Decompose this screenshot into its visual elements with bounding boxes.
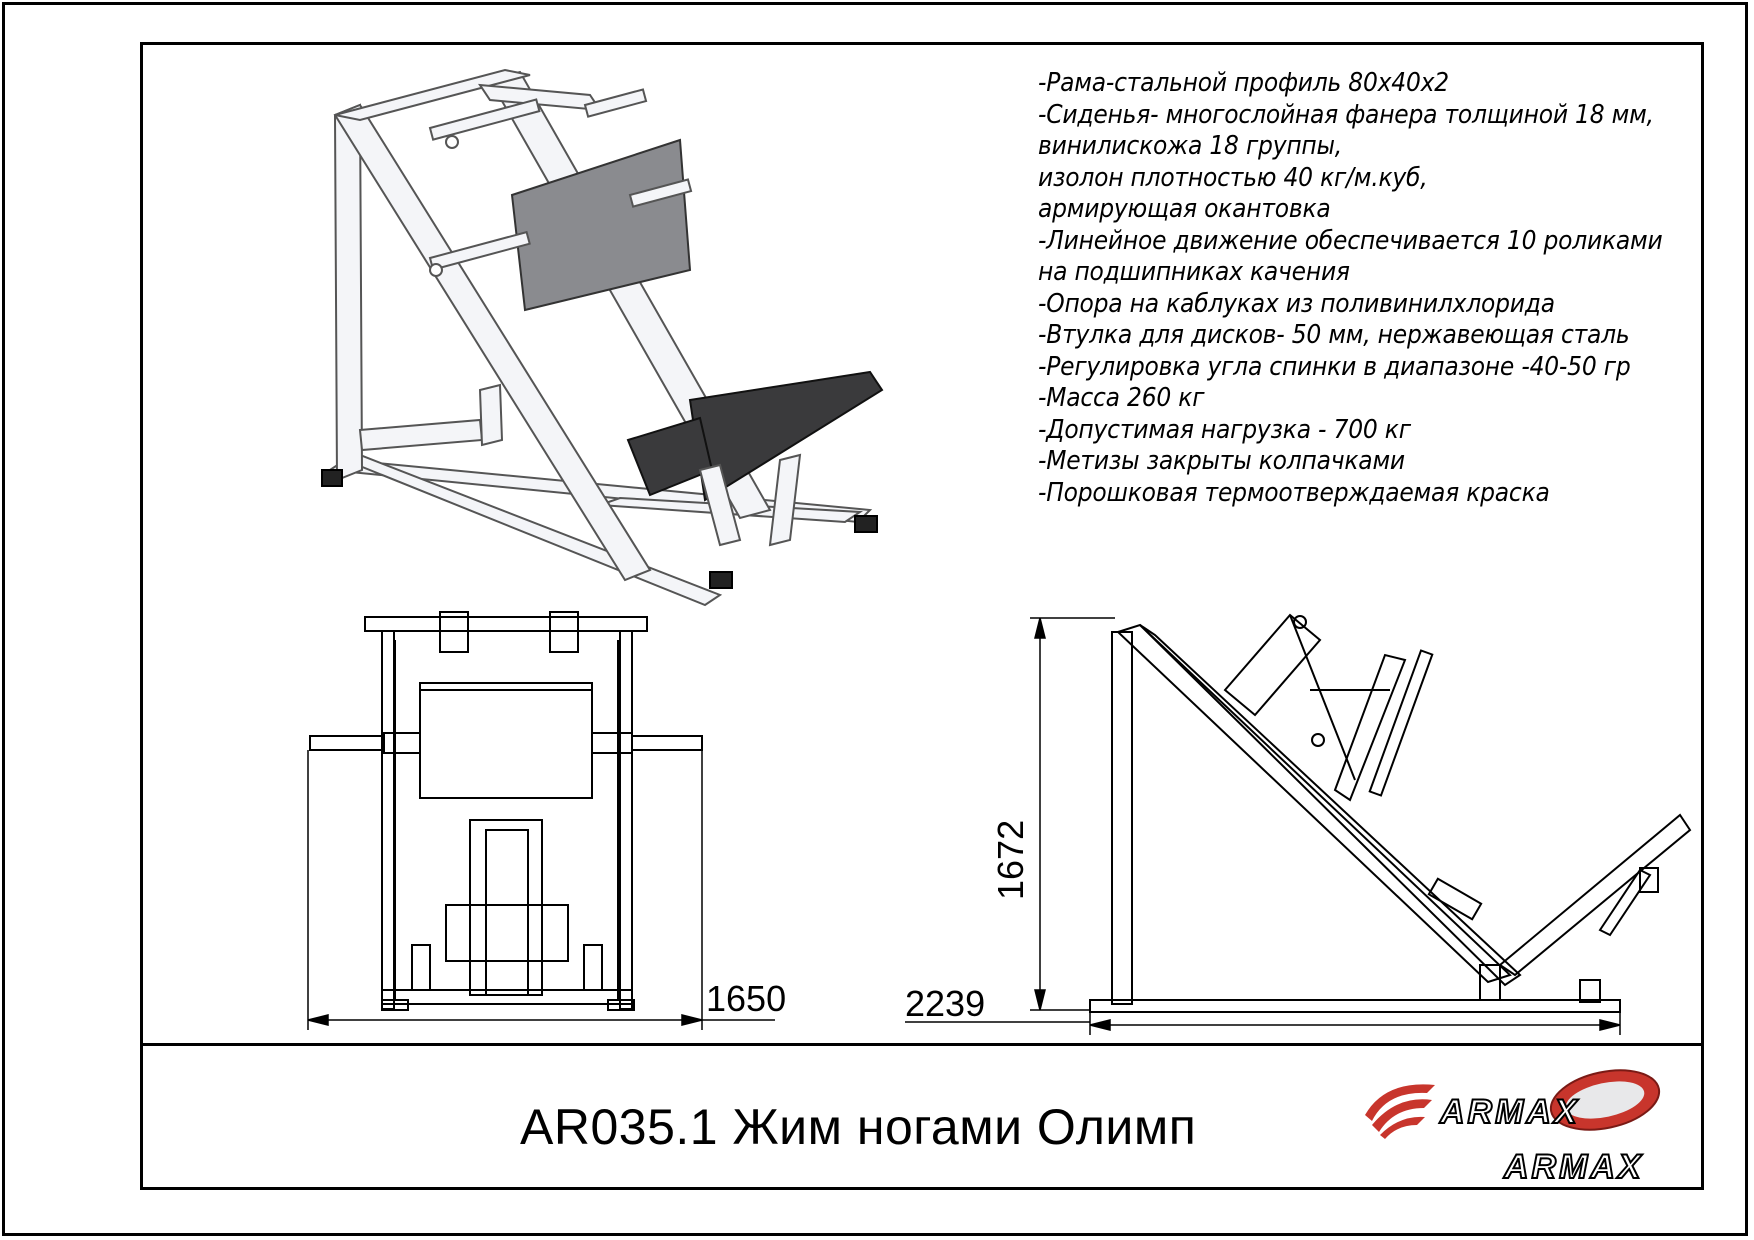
spec-line: на подшипниках качения bbox=[1038, 257, 1350, 287]
specifications-list: -Рама-стальной профиль 80x40x2 -Сиденья-… bbox=[1038, 68, 1688, 509]
armax-logo bbox=[1365, 1069, 1661, 1139]
spec-line: изолон плотностью 40 кг/м.куб, bbox=[1038, 162, 1428, 193]
length-dimension-label: 2239 bbox=[905, 983, 986, 1024]
drawing-frame bbox=[140, 42, 1704, 1190]
spec-line: -Регулировка угла спинки в диапазоне -40… bbox=[1038, 351, 1631, 382]
brand-wordmark: ARMAX bbox=[1503, 1147, 1644, 1187]
spec-line: винилискожа 18 группы, bbox=[1038, 131, 1343, 161]
spec-line: -Втулка для дисков- 50 мм, нержавеющая с… bbox=[1038, 320, 1630, 350]
front-width-dimension bbox=[307, 750, 775, 1030]
side-dimensions bbox=[905, 617, 1621, 1035]
logo-text: ARMAX bbox=[1439, 1092, 1580, 1132]
height-dimension-label: 1672 bbox=[990, 819, 1031, 900]
side-view bbox=[1089, 613, 1692, 1013]
width-dimension-label: 1650 bbox=[706, 978, 787, 1019]
spec-line: -Рама-стальной профиль 80x40x2 bbox=[1038, 68, 1449, 98]
front-view bbox=[309, 611, 703, 1011]
spec-line: -Порошковая термоотверждаемая краска bbox=[1038, 477, 1550, 508]
isometric-render bbox=[321, 68, 884, 607]
spec-line: -Опора на каблуках из поливинилхлорида bbox=[1038, 288, 1555, 319]
spec-line: -Метизы закрыты колпачками bbox=[1038, 446, 1405, 476]
spec-line: -Масса 260 кг bbox=[1038, 383, 1205, 413]
spec-line: -Допустимая нагрузка - 700 кг bbox=[1038, 414, 1411, 445]
product-title: AR035.1 Жим ногами Олимп bbox=[520, 1099, 1197, 1155]
spec-line: -Линейное движение обеспечивается 10 рол… bbox=[1038, 225, 1663, 256]
spec-line: -Сиденья- многослойная фанера толщиной 1… bbox=[1038, 99, 1654, 130]
spec-line: армирующая окантовка bbox=[1038, 194, 1331, 224]
title-block-divider bbox=[140, 1043, 1704, 1046]
